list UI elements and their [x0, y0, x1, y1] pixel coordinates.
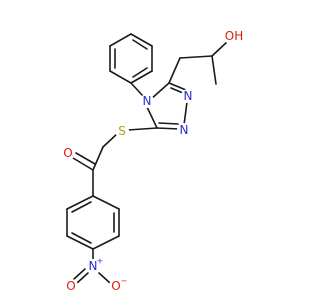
- hydroxyl-label: OH: [225, 29, 243, 43]
- bond-n2-c3: [156, 127, 181, 130]
- bond-ch2-ch: [179, 55, 213, 59]
- molecule-structure-diagram: OH N N N S O N + O O −: [61, 26, 244, 293]
- bond-c5-n1-double: [170, 87, 184, 94]
- bond-ring2-inner-2: [71, 232, 92, 244]
- bond-phenyl-n4: [130, 82, 144, 97]
- bond-ring2-inner-3: [71, 201, 92, 213]
- bond-n-o-left-double: [73, 268, 86, 280]
- bond-phenyl-1: [130, 33, 153, 47]
- bond-c3-n4: [146, 106, 158, 129]
- atom-labels: OH N N N S O N + O O −: [61, 26, 244, 293]
- bond-ring2-6: [66, 195, 94, 210]
- bond-s-ch2: [102, 132, 119, 148]
- bond-c-o: [72, 157, 94, 171]
- bond-n2-c3-double: [158, 122, 179, 125]
- bond-phenyl-3: [130, 70, 153, 84]
- nitro-oxygen-charge: −: [121, 277, 128, 286]
- nitro-oxygen-single-label: O: [111, 279, 120, 293]
- bond-phenyl-6: [109, 33, 132, 47]
- bond-c3-s: [127, 127, 158, 131]
- bond-ch2-co: [92, 146, 104, 171]
- bond-ch-oh: [211, 41, 228, 57]
- bond-c5-ch2: [168, 57, 181, 84]
- bond-phenyl-inner-2: [132, 67, 148, 78]
- bond-n4-c5: [149, 82, 170, 101]
- nitro-nitrogen-label: N: [89, 259, 98, 273]
- bond-c-o-double: [75, 152, 96, 165]
- ketone-oxygen-label: O: [63, 146, 72, 160]
- bond-n-o-left: [76, 272, 89, 284]
- nitro-oxygen-double-label: O: [66, 279, 75, 293]
- bond-ch-ch3: [211, 55, 217, 85]
- bond-c5-n1: [168, 82, 187, 91]
- bond-phenyl-inner-1: [132, 39, 148, 50]
- bond-phenyl-4: [109, 70, 132, 84]
- bond-n1-n2: [183, 101, 188, 126]
- triazole-n2-label: N: [180, 123, 189, 137]
- bond-ring2-1: [92, 195, 120, 210]
- nitro-nitrogen-charge: +: [97, 257, 104, 266]
- structure-svg: OH N N N S O N + O O −: [61, 26, 244, 293]
- triazole-n4-label: N: [143, 94, 152, 108]
- sulfur-label: S: [118, 124, 126, 138]
- bond-ring2-4: [66, 235, 94, 250]
- triazole-n1-label: N: [184, 89, 193, 103]
- bonds: [66, 33, 228, 284]
- bond-n-o-right: [98, 272, 111, 284]
- bond-ring2-3: [92, 235, 120, 250]
